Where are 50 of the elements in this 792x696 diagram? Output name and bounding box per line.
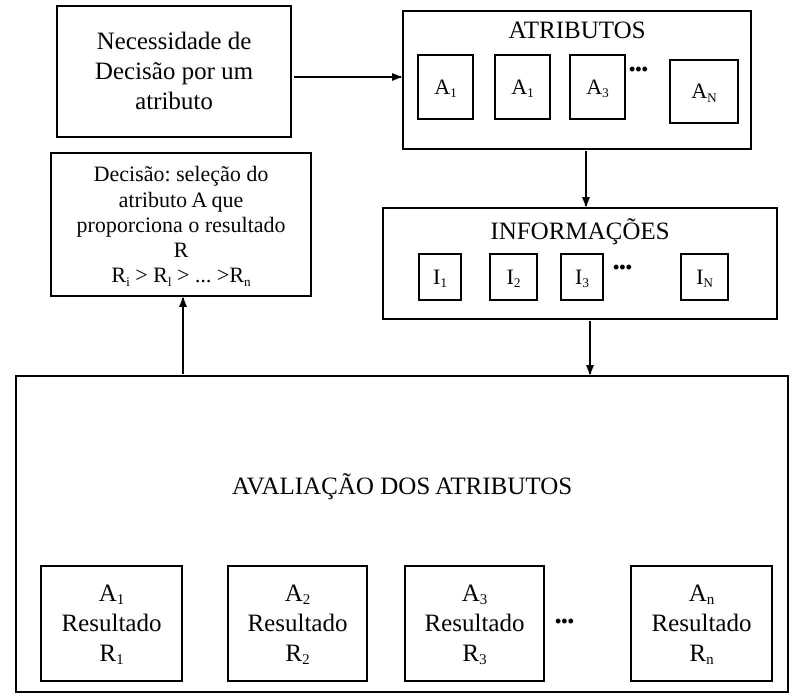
- process-box: [569, 54, 626, 120]
- process-box: [494, 54, 551, 120]
- box-text: R$_{3}$: [462, 638, 487, 668]
- box-text: R$_{1}$: [99, 638, 124, 668]
- box-text: A$_{N}$: [691, 78, 717, 105]
- process-box: [680, 253, 729, 301]
- process-box: [630, 565, 773, 682]
- box-text: Necessidade de Decisão por um atributo: [94, 26, 254, 116]
- group-heading: ATRIBUTOS: [508, 16, 646, 46]
- box-text: I$_{1}$: [433, 264, 447, 290]
- box-text: Resultado: [652, 608, 752, 638]
- box-text: A$_{n}$: [688, 578, 714, 608]
- box-text: A$_{1}$: [98, 578, 124, 608]
- box-text: Decisão: seleção do atributo A que proporciona o resultado R: [76, 161, 286, 262]
- box-text: A$_{2}$: [284, 578, 310, 608]
- ellipsis: •••: [629, 60, 648, 78]
- process-box: [669, 59, 739, 124]
- process-box: [56, 5, 292, 138]
- process-box: [489, 253, 538, 301]
- box-text: A$_{3}$: [462, 578, 488, 608]
- ellipsis: •••: [555, 612, 574, 630]
- group-box: [15, 375, 789, 693]
- process-box: [560, 253, 604, 301]
- arrow: [294, 73, 402, 81]
- box-text: I$_{3}$: [575, 264, 589, 290]
- process-box: [418, 253, 462, 301]
- box-text: R$_{i}$ > R$_{l}$ > ... >R$_{n}$: [110, 262, 252, 288]
- box-text: R$_{n}$: [689, 638, 714, 668]
- process-box: [417, 54, 474, 120]
- box-text: Resultado: [62, 608, 162, 638]
- arrow: [582, 151, 590, 207]
- box-text: A$_{1}$: [434, 74, 457, 100]
- group-box: [382, 207, 778, 320]
- box-text: I$_{2}$: [506, 264, 520, 290]
- box-text: I$_{N}$: [696, 264, 713, 290]
- process-box: [50, 152, 312, 297]
- arrow: [179, 297, 187, 374]
- box-text: A$_{1}$: [511, 74, 534, 100]
- box-text: R$_{2}$: [285, 638, 310, 668]
- group-heading: INFORMAÇÕES: [490, 217, 670, 247]
- group-heading: AVALIAÇÃO DOS ATRIBUTOS: [232, 472, 572, 502]
- box-text: Resultado: [424, 608, 524, 638]
- process-box: [40, 565, 183, 682]
- box-text: Resultado: [248, 608, 348, 638]
- process-box: [227, 565, 368, 682]
- box-text: A$_{3}$: [586, 74, 609, 100]
- process-box: [404, 565, 545, 682]
- arrow: [586, 321, 594, 375]
- group-box: [402, 10, 752, 150]
- ellipsis: •••: [613, 258, 632, 276]
